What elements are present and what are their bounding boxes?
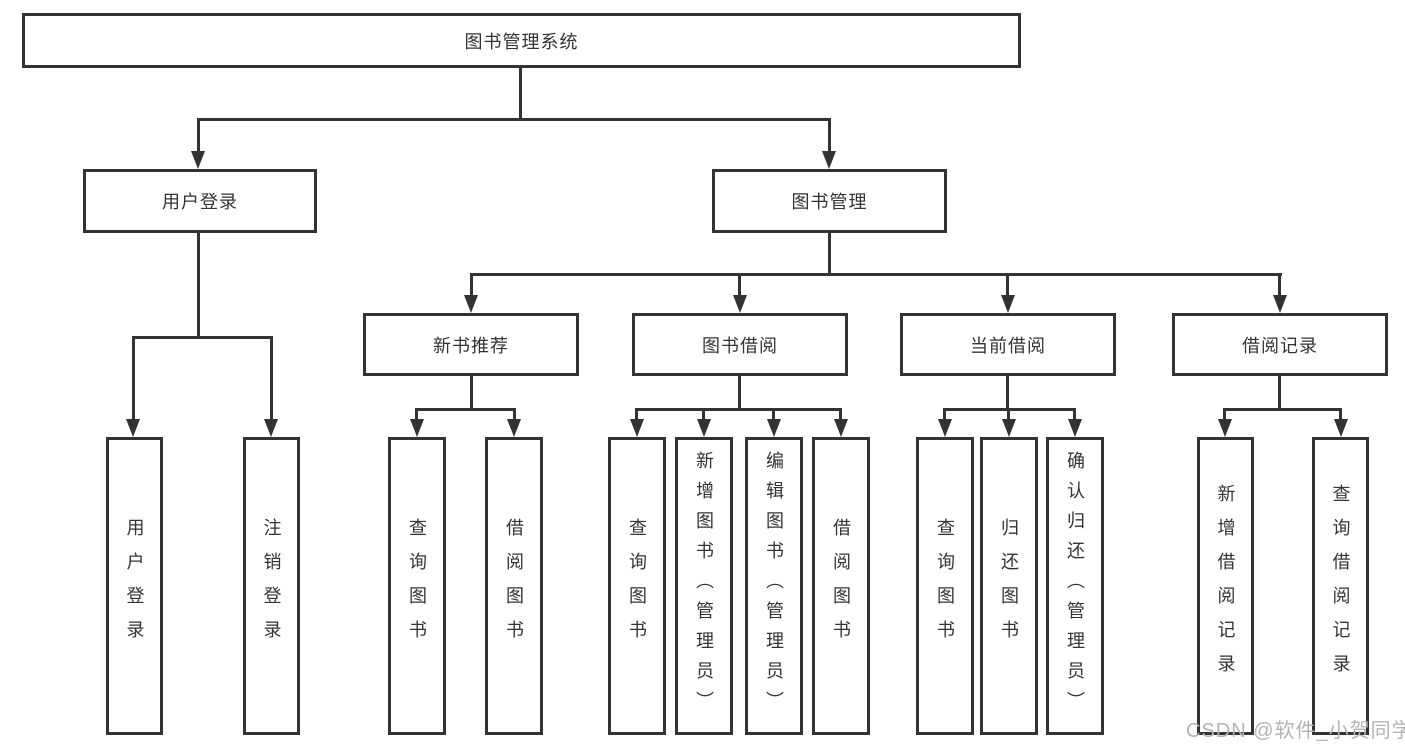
leaf-label: 注销登录 <box>261 518 282 654</box>
node-borrow-record: 借阅记录 <box>1172 313 1388 376</box>
connector-line <box>1223 408 1342 411</box>
arrow-down-icon <box>191 151 205 169</box>
arrow-down-icon <box>1068 419 1082 437</box>
arrow-down-icon <box>410 419 424 437</box>
leaf-label: 查询图书 <box>407 518 427 654</box>
node-book-management: 图书管理 <box>712 169 947 233</box>
arrow-down-icon <box>1273 295 1287 313</box>
leaf-add-borrow-record: 新增借阅记录 <box>1197 437 1254 735</box>
connector-line <box>470 273 473 297</box>
connector-line <box>1223 408 1226 421</box>
arrow-down-icon <box>1334 419 1348 437</box>
connector-line <box>197 233 200 338</box>
arrow-down-icon <box>1001 295 1015 313</box>
node-current-borrow: 当前借阅 <box>900 313 1116 376</box>
arrow-down-icon <box>630 419 644 437</box>
arrow-down-icon <box>126 419 140 437</box>
connector-line <box>738 376 741 410</box>
leaf-query-books: 查询图书 <box>916 437 974 735</box>
leaf-label: 借阅图书 <box>831 518 851 654</box>
leaf-label: 查询图书 <box>627 518 647 654</box>
connector-line <box>702 408 705 421</box>
leaf-label: 用户登录 <box>124 518 145 654</box>
node-root-library-system: 图书管理系统 <box>22 13 1021 68</box>
connector-line <box>132 336 135 421</box>
leaf-label: 查询借阅记录 <box>1330 484 1351 688</box>
connector-line <box>635 408 842 411</box>
leaf-label: 归还图书 <box>999 518 1019 654</box>
node-book-borrow: 图书借阅 <box>632 313 848 376</box>
connector-line <box>197 118 831 121</box>
leaf-label: 新增图书（管理员） <box>694 451 714 721</box>
leaf-label: 借阅图书 <box>504 518 524 654</box>
connector-line <box>772 408 775 421</box>
arrow-down-icon <box>697 419 711 437</box>
node-user-login: 用户登录 <box>83 169 317 233</box>
leaf-logout: 注销登录 <box>243 437 300 735</box>
leaf-return-books: 归还图书 <box>980 437 1038 735</box>
connector-line <box>470 273 1282 276</box>
connector-line <box>415 408 516 411</box>
leaf-label: 确认归还（管理员） <box>1065 451 1085 721</box>
connector-line <box>828 233 831 275</box>
leaf-query-borrow-record: 查询借阅记录 <box>1312 437 1369 735</box>
connector-line <box>1006 376 1009 410</box>
arrow-down-icon <box>733 295 747 313</box>
leaf-query-books: 查询图书 <box>608 437 666 735</box>
connector-line <box>415 408 418 421</box>
arrow-down-icon <box>507 419 521 437</box>
connector-line <box>828 118 831 153</box>
connector-line <box>943 408 946 421</box>
connector-line <box>470 376 473 410</box>
connector-line <box>839 408 842 421</box>
arrow-down-icon <box>1218 419 1232 437</box>
arrow-down-icon <box>822 151 836 169</box>
connector-line <box>270 336 273 421</box>
connector-line <box>1278 376 1281 410</box>
connector-line <box>132 336 273 339</box>
arrow-down-icon <box>938 419 952 437</box>
connector-line <box>1339 408 1342 421</box>
node-new-book-recommend: 新书推荐 <box>363 313 579 376</box>
arrow-down-icon <box>464 295 478 313</box>
connector-line <box>1073 408 1076 421</box>
csdn-watermark: CSDN @软件_小贺同学 <box>1186 720 1405 742</box>
leaf-borrow-books: 借阅图书 <box>812 437 870 735</box>
connector-line <box>513 408 516 421</box>
leaf-label: 新增借阅记录 <box>1215 484 1236 688</box>
connector-line <box>635 408 638 421</box>
arrow-down-icon <box>834 419 848 437</box>
connector-line <box>519 68 522 120</box>
connector-line <box>1278 273 1281 297</box>
leaf-borrow-books: 借阅图书 <box>485 437 543 735</box>
connector-line <box>197 118 200 153</box>
arrow-down-icon <box>1002 419 1016 437</box>
connector-line <box>1007 408 1010 421</box>
leaf-add-books-admin: 新增图书（管理员） <box>675 437 733 735</box>
connector-line <box>738 273 741 297</box>
leaf-confirm-return-admin: 确认归还（管理员） <box>1046 437 1104 735</box>
leaf-label: 查询图书 <box>935 518 955 654</box>
arrow-down-icon <box>264 419 278 437</box>
leaf-edit-books-admin: 编辑图书（管理员） <box>745 437 803 735</box>
leaf-user-login: 用户登录 <box>106 437 163 735</box>
connector-line <box>1006 273 1009 297</box>
leaf-label: 编辑图书（管理员） <box>764 451 784 721</box>
leaf-query-books: 查询图书 <box>388 437 446 735</box>
arrow-down-icon <box>767 419 781 437</box>
